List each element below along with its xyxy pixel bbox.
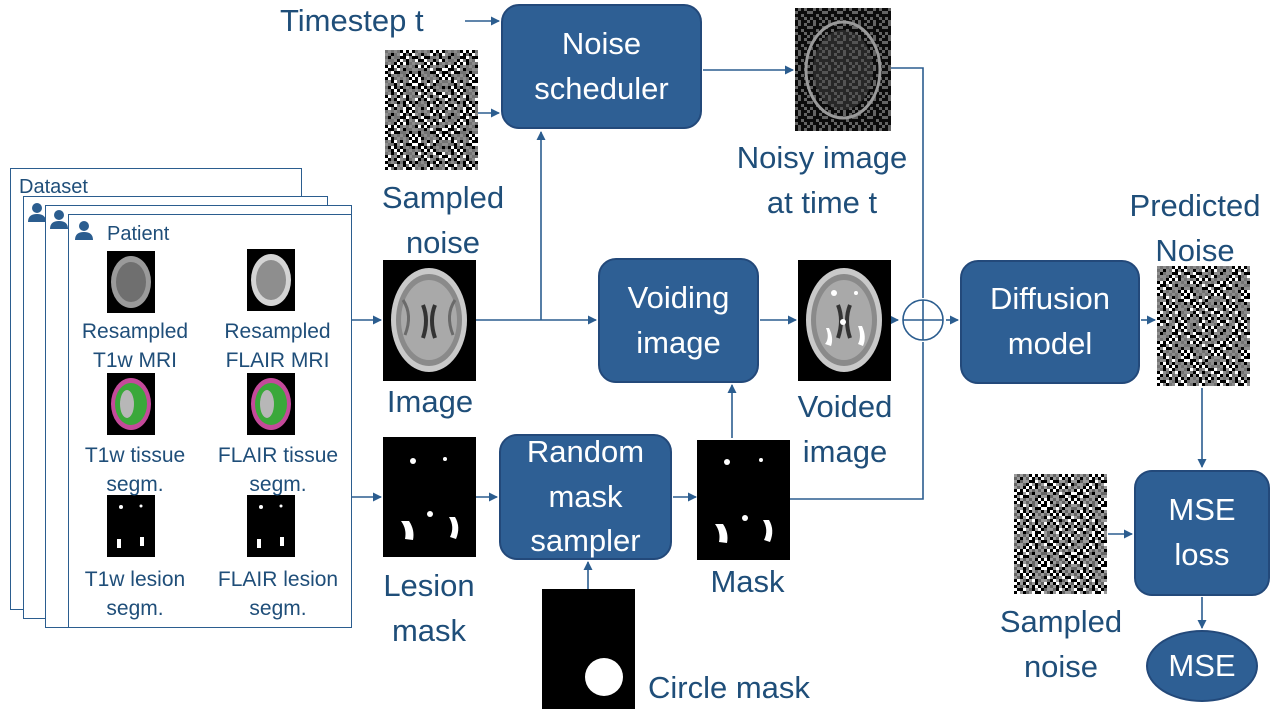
random-mask-sampler-box: Random mask sampler: [499, 434, 672, 560]
mse-loss-line-2: loss: [1174, 537, 1230, 572]
flair-mri-line-2: FLAIR MRI: [225, 349, 330, 373]
predicted-noise-line-2: Noise: [1155, 232, 1235, 268]
image-label: Image: [386, 384, 474, 419]
noisy-image: [795, 8, 891, 131]
flair-lesion-thumbnail: [247, 495, 295, 557]
lesion-mask-line-2: mask: [391, 612, 467, 648]
sampled-noise-image-top: [385, 50, 478, 170]
noisy-image-line-1: Noisy image: [736, 140, 908, 175]
predicted-noise-image: [1157, 266, 1250, 386]
sum-circle-icon: [902, 299, 944, 341]
flair-tissue-thumbnail: [247, 373, 295, 435]
voided-image: [798, 260, 891, 381]
t1w-tissue-line-1: T1w tissue: [84, 444, 186, 467]
predicted-noise-line-1: Predicted: [1129, 188, 1261, 223]
t1w-mri-line-2: T1w MRI: [93, 349, 177, 373]
noise-scheduler-line-1: Noise: [561, 25, 642, 61]
mse-label: MSE: [1168, 647, 1236, 683]
flair-tissue-line-1: FLAIR tissue: [217, 444, 339, 467]
t1w-tissue-line-2: segm.: [106, 473, 164, 497]
t1w-mri-label: Resampled T1w MRI: [65, 317, 205, 376]
sampled-noise-bottom-line-2: noise: [1023, 648, 1099, 684]
mask-image: [697, 440, 790, 560]
lesion-mask-image: [383, 437, 476, 557]
random-mask-sampler-line-2: mask: [548, 478, 623, 514]
person-icon: [50, 210, 68, 229]
circle-mask-label: Circle mask: [648, 670, 810, 705]
voided-image-line-2: image: [802, 433, 888, 469]
diffusion-model-line-1: Diffusion: [989, 281, 1111, 317]
t1w-tissue-thumbnail: [107, 373, 155, 435]
mask-label: Mask: [710, 564, 785, 599]
voided-image-label: Voided image: [780, 385, 910, 475]
sampled-noise-top-label: Sampled noise: [370, 176, 516, 266]
t1w-lesion-line-2: segm.: [106, 597, 164, 621]
sampled-noise-image-bottom: [1014, 474, 1107, 594]
timestep-label: Timestep t: [280, 3, 424, 38]
predicted-noise-label: Predicted Noise: [1112, 184, 1278, 274]
random-mask-sampler-line-1: Random: [526, 433, 645, 469]
noise-scheduler-line-2: scheduler: [534, 70, 669, 106]
dataset-title: Dataset: [19, 176, 88, 198]
flair-tissue-label: FLAIR tissue segm.: [205, 441, 351, 500]
mse-node: MSE: [1146, 630, 1258, 702]
random-mask-sampler-line-3: sampler: [530, 523, 641, 559]
voiding-image-box: Voiding image: [598, 258, 759, 383]
voiding-image-line-1: Voiding: [627, 279, 730, 315]
flair-lesion-line-2: segm.: [249, 597, 307, 621]
diffusion-model-box: Diffusion model: [960, 260, 1140, 384]
noise-scheduler-box: Noise scheduler: [501, 4, 702, 129]
flair-lesion-label: FLAIR lesion segm.: [205, 565, 351, 624]
t1w-lesion-line-1: T1w lesion: [84, 568, 186, 591]
flair-tissue-line-2: segm.: [249, 473, 307, 497]
noisy-image-line-2: at time t: [766, 184, 878, 220]
flair-mri-label: Resampled FLAIR MRI: [205, 317, 350, 376]
t1w-lesion-thumbnail: [107, 495, 155, 557]
t1w-tissue-label: T1w tissue segm.: [67, 441, 203, 500]
person-icon: [28, 203, 46, 222]
mse-loss-line-1: MSE: [1168, 492, 1236, 528]
sampled-noise-top-line-2: noise: [405, 224, 481, 260]
circle-mask-image: [542, 589, 635, 709]
patient-card-front: Patient: [68, 214, 352, 628]
noisy-image-label: Noisy image at time t: [722, 136, 922, 226]
sampled-noise-top-line-1: Sampled: [381, 180, 505, 215]
mse-loss-box: MSE loss: [1134, 470, 1270, 596]
t1w-lesion-label: T1w lesion segm.: [67, 565, 203, 624]
mri-image: [383, 260, 476, 381]
lesion-mask-label: Lesion mask: [364, 564, 494, 654]
flair-lesion-line-1: FLAIR lesion: [217, 568, 339, 591]
t1w-mri-thumbnail: [107, 251, 155, 313]
voiding-image-line-2: image: [636, 324, 721, 360]
voided-image-line-1: Voided: [797, 389, 893, 424]
patient-label: Patient: [107, 223, 170, 245]
diffusion-model-line-2: model: [1007, 326, 1093, 361]
flair-mri-thumbnail: [247, 249, 295, 311]
person-icon: [75, 221, 93, 240]
sampled-noise-bottom-label: Sampled noise: [986, 600, 1136, 690]
t1w-mri-line-1: Resampled: [81, 320, 189, 343]
flair-mri-line-1: Resampled: [224, 320, 331, 343]
sampled-noise-bottom-line-1: Sampled: [999, 604, 1123, 639]
lesion-mask-line-1: Lesion: [383, 568, 475, 603]
